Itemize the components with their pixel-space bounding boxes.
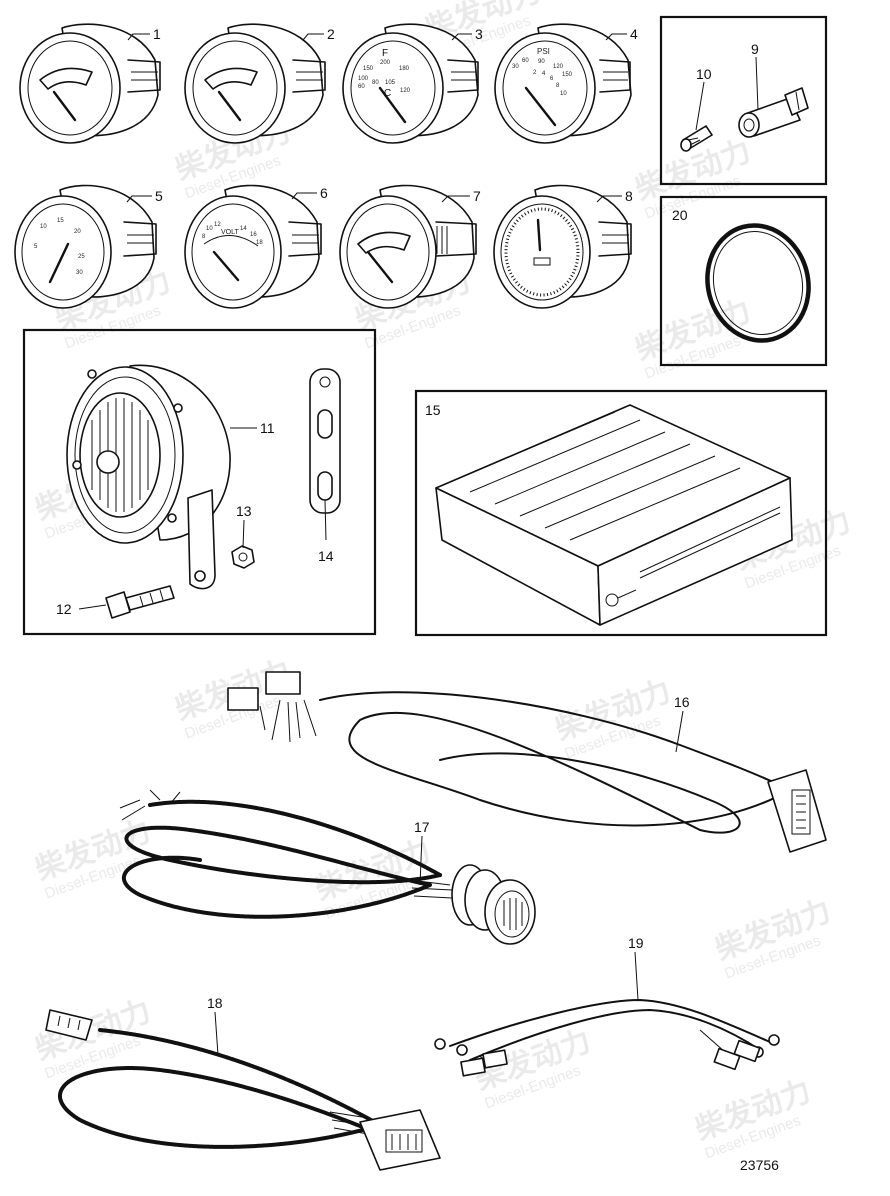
callout-7: 7: [473, 188, 481, 204]
gauge-3-tick: 105: [385, 80, 396, 86]
detail-box-ring: [659, 195, 828, 367]
gauge-6-tick: 16: [250, 232, 257, 238]
gauge-part-6-voltmeter[interactable]: VOLT 8 10 12 14 16 18: [184, 184, 322, 309]
horn-part-11[interactable]: [66, 364, 231, 590]
gauge-4-tick: 8: [556, 83, 560, 89]
bolt-part-12[interactable]: [105, 585, 175, 619]
gauge-3-tick: 180: [399, 66, 410, 72]
gauge-3-unit-top: F: [382, 48, 388, 59]
gauge-3-tick: 60: [358, 84, 365, 90]
gauge-part-8-tachometer[interactable]: [493, 184, 632, 309]
callout-numbers: 1 2 3 4 5 6 7 8 9 10 11 12 13 14 15 16 1…: [56, 26, 759, 1011]
gauge-4-tick: 10: [560, 91, 567, 97]
gauge-4-tick: 60: [522, 58, 529, 64]
detail-box-control-unit: [414, 389, 828, 637]
callout-10: 10: [696, 66, 712, 82]
gauge-3-tick: 80: [372, 80, 379, 86]
gauge-6-tick: 8: [202, 234, 206, 240]
callout-14: 14: [318, 548, 334, 564]
gauge-4-tick: 4: [542, 71, 546, 77]
gauge-part-1[interactable]: [19, 23, 161, 144]
callout-15: 15: [425, 402, 441, 418]
callout-20: 20: [672, 207, 688, 223]
detail-box-horn: [22, 328, 377, 636]
gauge-6-tick: 12: [214, 222, 221, 228]
drawing-number: 23756: [740, 1157, 779, 1173]
gauge-4-tick: 6: [550, 76, 554, 82]
gauge-4-tick: 90: [538, 59, 545, 65]
gauge-6-tick: 18: [256, 240, 263, 246]
gauge-3-tick: 200: [380, 60, 391, 66]
gauge-4-tick: 150: [562, 72, 573, 78]
callout-19: 19: [628, 935, 644, 951]
callout-6: 6: [320, 185, 328, 201]
gauge-5-tick: 30: [76, 270, 83, 276]
callout-1: 1: [153, 26, 161, 42]
bulb-holder-part-9[interactable]: [738, 87, 809, 138]
gauge-part-5[interactable]: 10 15 20 5 25 30: [14, 184, 157, 309]
gauge-4-tick: 2: [533, 70, 537, 76]
gauge-4-tick: 120: [553, 64, 564, 70]
leader-lines: [78, 33, 759, 1056]
gauge-part-3-temperature[interactable]: F C 200 150 180 100 60 80 105 120: [342, 23, 479, 144]
control-unit-part-15[interactable]: [435, 404, 793, 626]
gauge-5-tick: 5: [34, 244, 38, 250]
callout-4: 4: [630, 26, 638, 42]
gauge-part-2[interactable]: [184, 23, 326, 144]
gauge-4-tick: 30: [512, 64, 519, 70]
detail-box-bulbs: [659, 15, 828, 186]
bulb-part-10[interactable]: [680, 125, 713, 152]
gauge-5-tick: 10: [40, 224, 47, 230]
gauge-4-unit: PSI: [537, 47, 550, 56]
callout-16: 16: [674, 694, 690, 710]
gauge-5-tick: 20: [74, 229, 81, 235]
harness-part-19[interactable]: [434, 999, 780, 1077]
gauge-6-tick: 10: [206, 226, 213, 232]
gauge-6-unit: VOLT: [221, 229, 239, 236]
gauge-6-tick: 14: [240, 226, 247, 232]
callout-13: 13: [236, 503, 252, 519]
gauge-3-tick: 100: [358, 76, 369, 82]
gauge-3-tick: 150: [363, 66, 374, 72]
callout-2: 2: [327, 26, 335, 42]
callout-5: 5: [155, 188, 163, 204]
callout-9: 9: [751, 41, 759, 57]
gauge-part-7[interactable]: [339, 184, 477, 309]
gauge-5-tick: 25: [78, 254, 85, 260]
bracket-part-14[interactable]: [309, 368, 341, 514]
nut-part-13[interactable]: [231, 545, 255, 569]
gauge-3-unit-bottom: C: [384, 88, 391, 99]
callout-8: 8: [625, 188, 633, 204]
callout-12: 12: [56, 601, 72, 617]
callout-18: 18: [207, 995, 223, 1011]
gauge-3-tick: 120: [400, 88, 411, 94]
callout-11: 11: [260, 420, 275, 436]
gauge-5-tick: 15: [57, 218, 64, 224]
harness-part-17[interactable]: [119, 789, 536, 945]
harness-part-16[interactable]: [227, 671, 827, 853]
harness-part-18[interactable]: [45, 1009, 441, 1171]
callout-17: 17: [414, 819, 430, 835]
sealing-ring-part-20[interactable]: [695, 214, 822, 352]
callout-3: 3: [475, 26, 483, 42]
gauge-part-4-pressure[interactable]: PSI 60 90 120 150 30 2 4 6 8 10: [494, 23, 632, 144]
